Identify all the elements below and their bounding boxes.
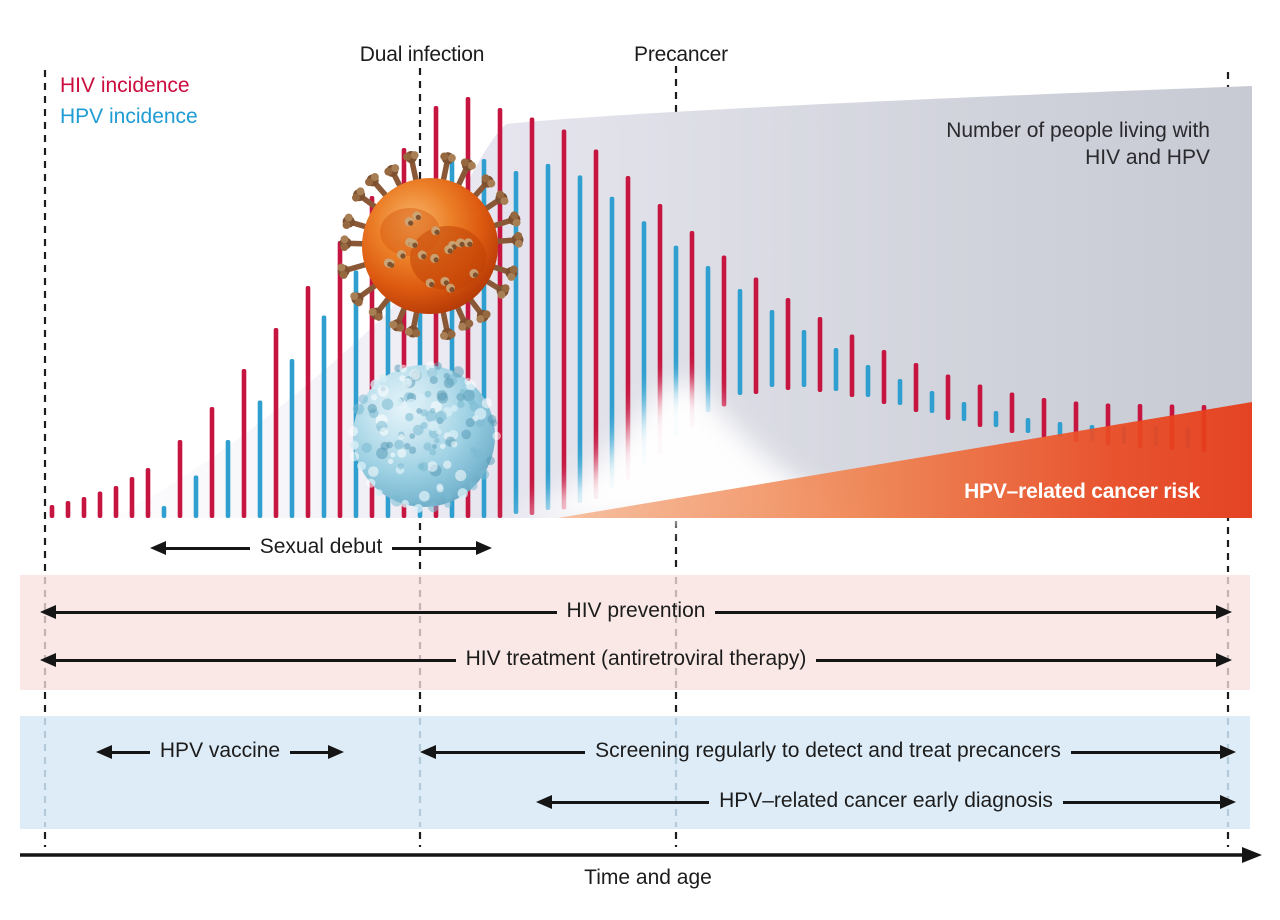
arrowhead-left — [420, 745, 436, 759]
label-dual-infection: Dual infection — [359, 43, 485, 66]
label-hiv-prevention: HIV prevention — [566, 599, 706, 622]
time-axis-arrow — [20, 847, 1262, 863]
early-diagnosis-arrow: HPV–related cancer early diagnosis — [536, 789, 1237, 814]
label-living-with: Number of people living with HIV and HPV — [946, 117, 1210, 171]
hpv-vaccine-arrow: HPV vaccine — [96, 739, 344, 764]
arrowhead-right — [476, 541, 493, 555]
label-time-and-age: Time and age — [584, 866, 712, 889]
arrowhead-left — [150, 541, 166, 555]
arrowhead-right — [1216, 653, 1233, 667]
label-hpv-vaccine: HPV vaccine — [159, 739, 281, 762]
hiv-treatment-arrow: HIV treatment (antiretroviral therapy) — [40, 647, 1233, 672]
legend-hpv-incidence: HPV incidence — [60, 105, 198, 128]
arrowhead-right — [328, 745, 344, 759]
arrowhead-left — [96, 745, 112, 759]
arrowhead-left — [536, 795, 552, 809]
hiv-intervention-band — [20, 575, 1250, 690]
screening-arrow: Screening regularly to detect and treat … — [420, 739, 1237, 764]
label-precancer: Precancer — [634, 43, 728, 66]
hiv-prevention-arrow: HIV prevention — [40, 599, 1233, 624]
label-hiv-treatment: HIV treatment (antiretroviral therapy) — [465, 647, 807, 670]
arrowhead-left — [40, 605, 56, 619]
label-screening: Screening regularly to detect and treat … — [595, 739, 1061, 762]
hpv-virus-icon — [347, 361, 501, 513]
label-living-with-line1: Number of people living with — [946, 119, 1210, 142]
label-sexual-debut: Sexual debut — [259, 535, 383, 558]
precancer-hump — [500, 381, 918, 522]
arrowhead-right — [1220, 745, 1237, 759]
dashed-guides-lower — [43, 577, 1230, 847]
arrowhead-right — [1220, 795, 1237, 809]
legend-hiv-incidence: HIV incidence — [60, 74, 190, 97]
arrowhead-right — [1216, 605, 1233, 619]
label-early-diagnosis: HPV–related cancer early diagnosis — [719, 789, 1053, 812]
legend: HIV incidence HPV incidence — [60, 70, 198, 132]
label-living-with-line2: HIV and HPV — [1085, 146, 1210, 169]
cancer-risk-area — [558, 402, 1252, 518]
hiv-virus-icon — [337, 151, 524, 340]
hpv-intervention-band — [20, 716, 1250, 829]
label-cancer-risk: HPV–related cancer risk — [964, 480, 1200, 503]
sexual-debut-arrow: Sexual debut — [150, 535, 493, 560]
arrowhead-left — [40, 653, 56, 667]
